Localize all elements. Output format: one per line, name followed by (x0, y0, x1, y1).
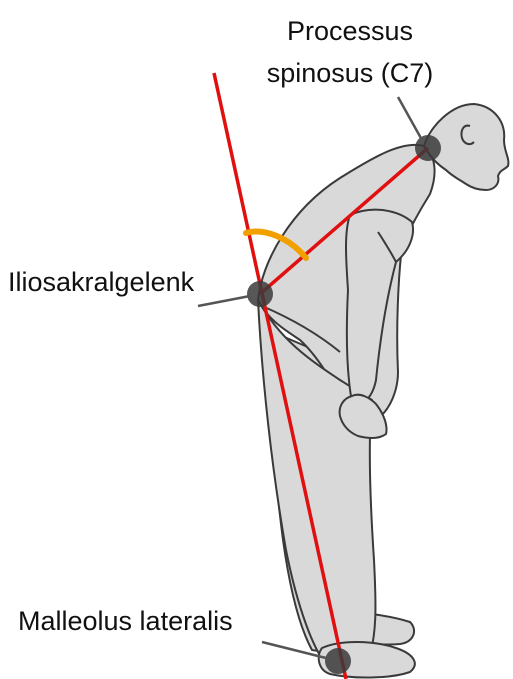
si-leader-line (198, 296, 250, 306)
malleolus-marker (325, 648, 351, 674)
si-joint-marker (247, 281, 273, 307)
human-figure (258, 104, 508, 678)
c7-label-line1: Processus (287, 16, 413, 46)
malleolus-label: Malleolus lateralis (18, 606, 233, 636)
c7-marker (415, 135, 441, 161)
c7-leader-line (398, 97, 422, 140)
c7-label-line2: spinosus (C7) (267, 58, 434, 88)
si-joint-label: Iliosakralgelenk (8, 267, 195, 297)
